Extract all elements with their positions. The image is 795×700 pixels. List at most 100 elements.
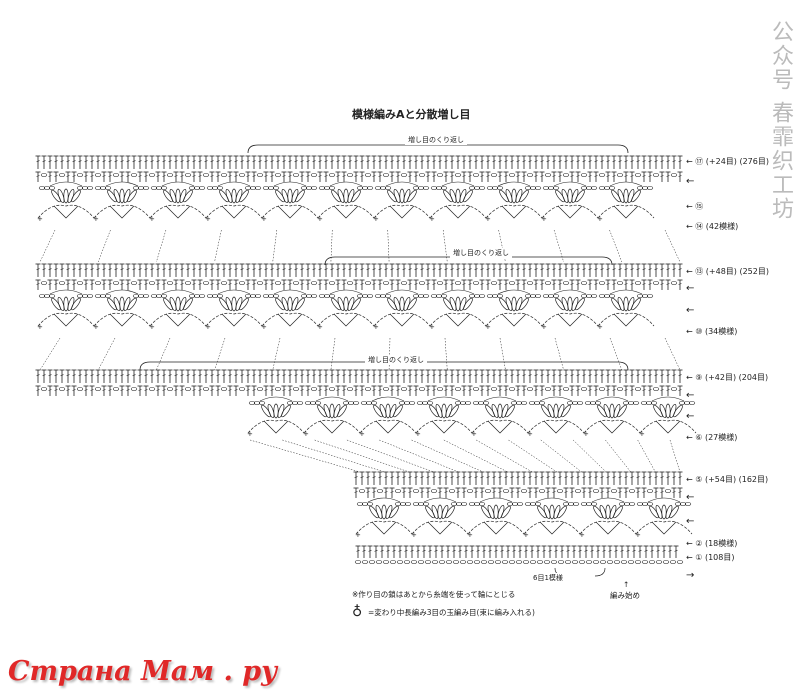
chain-stitch <box>450 502 458 506</box>
chain-arc <box>479 497 513 503</box>
dc-stitch-bar <box>474 476 478 479</box>
puff-stitch <box>593 505 603 519</box>
dc-stitch-bar <box>300 175 304 177</box>
chain-stitch <box>160 186 168 190</box>
chain-stitch <box>112 387 120 391</box>
v-stitch <box>501 313 527 327</box>
dc-stitch-bar <box>162 283 166 285</box>
sc-stitch: + <box>37 323 43 331</box>
dc-stitch-bar <box>54 160 58 163</box>
puff-stitch <box>499 189 509 203</box>
dc-stitch-bar <box>594 175 598 177</box>
puff-stitch <box>555 189 565 203</box>
dc-stitch-bar <box>524 549 528 552</box>
dc-stitch-bar <box>294 374 298 377</box>
dc-stitch-bar <box>582 268 586 271</box>
chain-stitch <box>361 502 369 506</box>
dc-stitch-bar <box>318 160 322 163</box>
dc-stitch-bar <box>642 389 646 391</box>
dc-stitch-bar <box>570 283 574 285</box>
chain-stitch <box>566 401 574 405</box>
chain-stitch <box>524 186 532 190</box>
chain-stitch <box>515 401 523 405</box>
row-label: ← ⑤ (+54目) (162目) <box>686 475 769 484</box>
sc-stitch: + <box>485 323 491 331</box>
dc-stitch-bar <box>420 160 424 163</box>
increase-guide-line <box>664 337 681 371</box>
dc-stitch-bar <box>354 389 358 391</box>
dc-stitch-bar <box>372 160 376 163</box>
dc-stitch-bar <box>440 549 444 552</box>
dc-stitch-bar <box>492 491 496 493</box>
chain-arc <box>385 181 419 187</box>
dc-stitch-bar <box>78 160 82 163</box>
dc-stitch-bar <box>648 268 652 271</box>
dc-stitch-bar <box>498 374 502 377</box>
dc-stitch-bar <box>602 549 606 552</box>
chain-stitch <box>58 387 66 391</box>
chain-stitch <box>526 281 534 285</box>
v-stitch <box>487 420 513 434</box>
dc-stitch-bar <box>66 283 70 285</box>
dc-stitch-bar <box>660 160 664 163</box>
v-stitch <box>539 521 565 535</box>
chain-stitch <box>352 401 360 405</box>
dc-stitch-bar <box>186 268 190 271</box>
dc-stitch-bar <box>654 491 658 493</box>
chain-stitch <box>590 502 598 506</box>
puff-stitch <box>373 404 383 418</box>
dc-stitch-bar <box>672 491 676 493</box>
puff-stitch <box>219 297 229 311</box>
chain-stitch <box>328 173 336 177</box>
dc-stitch-bar <box>276 268 280 271</box>
chain-stitch <box>436 173 444 177</box>
dc-stitch-bar <box>132 374 136 377</box>
dc-stitch-bar <box>108 389 112 391</box>
dc-stitch-bar <box>66 374 70 377</box>
dc-stitch-bar <box>446 549 450 552</box>
chain-stitch <box>529 502 537 506</box>
v-stitch <box>543 420 569 434</box>
dc-stitch-bar <box>204 374 208 377</box>
dc-stitch-bar <box>108 374 112 377</box>
chain-stitch <box>454 401 462 405</box>
arrow-icon: ← <box>686 305 695 316</box>
dc-stitch-bar <box>372 389 376 391</box>
chain-stitch <box>40 173 48 177</box>
puff-stitch <box>549 504 555 520</box>
chain-stitch <box>536 560 544 564</box>
dc-stitch-bar <box>678 175 682 177</box>
v-stitch <box>165 205 191 219</box>
dc-stitch-bar <box>594 374 598 377</box>
puff-stitch <box>653 404 663 418</box>
dc-stitch-bar <box>354 476 358 479</box>
chain-stitch <box>634 281 642 285</box>
dc-stitch-bar <box>576 476 580 479</box>
chain-stitch <box>674 502 682 506</box>
puff-stitch <box>239 189 249 203</box>
dc-stitch-bar <box>390 491 394 493</box>
dc-stitch-bar <box>576 175 580 177</box>
dc-stitch-bar <box>410 549 414 552</box>
chain-stitch <box>342 401 350 405</box>
dc-stitch-bar <box>428 549 432 552</box>
dc-stitch-bar <box>522 268 526 271</box>
dc-stitch-bar <box>114 268 118 271</box>
dc-stitch-bar <box>548 549 552 552</box>
dc-stitch-bar <box>648 374 652 377</box>
chain-stitch <box>422 186 430 190</box>
dc-stitch-bar <box>216 268 220 271</box>
chain-arc <box>553 181 587 187</box>
puff-stitch <box>557 505 567 519</box>
dc-stitch-bar <box>156 175 160 177</box>
chain-stitch <box>137 294 145 298</box>
chain-stitch <box>610 489 618 493</box>
dc-stitch-bar <box>48 374 52 377</box>
chain-loop <box>429 312 487 327</box>
dc-stitch-bar <box>324 175 328 177</box>
chain-stitch <box>598 281 606 285</box>
chain-stitch <box>496 294 504 298</box>
dc-stitch-bar <box>480 374 484 377</box>
puff-stitch <box>567 296 573 312</box>
dc-stitch-bar <box>666 374 670 377</box>
